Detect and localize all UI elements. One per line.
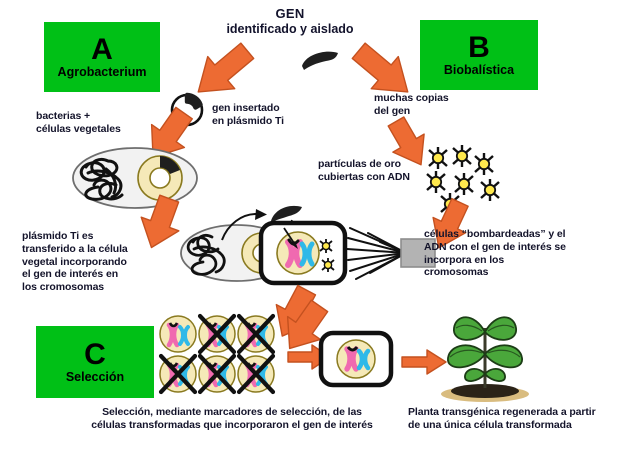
bacterium-cell-icon	[72, 147, 198, 209]
title-line-2: identificado y aislado	[226, 21, 354, 36]
gene-segment-icon	[302, 51, 338, 70]
arrow-bombarded-to-selection	[286, 299, 329, 350]
arrow-gold-to-gun	[432, 197, 469, 249]
gene-gun-icon	[400, 238, 436, 268]
biolistic-spray-icon	[346, 227, 407, 280]
transgenic-plant-icon	[441, 316, 529, 402]
arrow-cell-to-plant	[401, 349, 447, 375]
stage-c-letter: C	[84, 338, 106, 372]
stage-box-c: C Selección	[36, 326, 154, 398]
label-particulas-oro: partículas de oro cubiertas con ADN	[318, 158, 410, 183]
selection-cell-grid	[158, 314, 276, 396]
arrow-title-to-copies	[351, 42, 409, 93]
cross-marks	[158, 313, 276, 395]
arrow-title-to-plasmid	[197, 42, 255, 93]
plant-cell-box-icon	[258, 220, 348, 286]
stage-c-caption: Selección	[65, 370, 125, 385]
arrow-copies-to-gold	[387, 116, 425, 166]
stage-box-a: A Agrobacterium	[44, 22, 160, 92]
label-muchas-copias: muchas copias del gen	[374, 92, 449, 117]
stage-a-letter: A	[91, 33, 113, 67]
label-plasmido-ti: plásmido Ti es transferido a la célula v…	[22, 230, 128, 294]
gold-particles-icon	[426, 145, 500, 215]
caption-seleccion: Selección, mediante marcadores de selecc…	[91, 406, 373, 431]
stage-box-b: B Biobalística	[420, 20, 538, 90]
arrow-plasmid-to-bacterium	[150, 106, 193, 158]
stage-b-letter: B	[468, 31, 490, 65]
caption-planta: Planta transgénica regenerada a partir d…	[408, 406, 596, 431]
stage-b-caption: Biobalística	[443, 63, 515, 78]
label-gen-insertado: gen insertado en plásmido Ti	[212, 102, 284, 127]
selected-cell-box-icon	[318, 330, 394, 388]
title-line-1: GEN	[275, 6, 305, 21]
label-bombardeadas: células “bombardeadas” y el ADN con el g…	[424, 228, 566, 279]
arrow-bacterium-to-plantcell	[140, 194, 180, 249]
stage-a-caption: Agrobacterium	[57, 65, 147, 80]
page-title: GEN identificado y aislado	[190, 6, 390, 37]
label-bacterias: bacterias + células vegetales	[36, 110, 121, 135]
